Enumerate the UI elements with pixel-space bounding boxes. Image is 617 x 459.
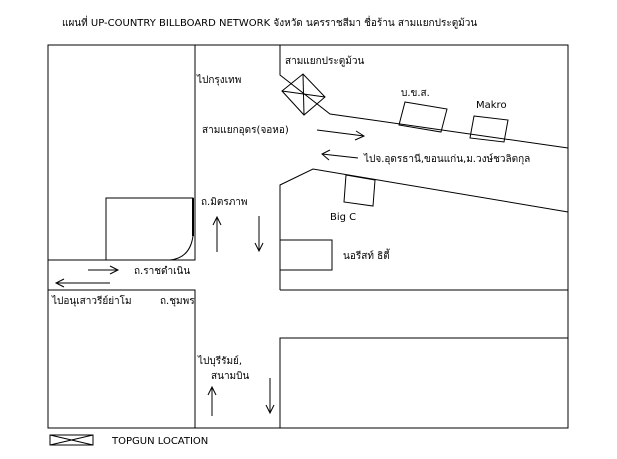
label-makro: Makro	[476, 100, 507, 111]
crossed-box-icon	[49, 434, 94, 446]
block-lower-right	[279, 337, 568, 428]
corner-building	[105, 197, 194, 261]
bks-building	[398, 101, 448, 133]
arrow-west-udon	[321, 149, 359, 161]
label-ratchadamnoen-road: ถ.ราชดำเนิน	[134, 266, 190, 277]
legend-label: TOPGUN LOCATION	[111, 436, 208, 447]
arrow-south-buriram	[265, 378, 275, 415]
block-lower-left	[48, 289, 196, 428]
map-title: แผนที่ UP-COUNTRY BILLBOARD NETWORK จังห…	[62, 15, 477, 29]
big-c-building	[343, 174, 376, 207]
road-edge-east-lower	[279, 168, 569, 290]
norasin-city-building	[279, 239, 333, 271]
arrow-north-mittraphap	[212, 215, 222, 252]
label-mittraphap-road: ถ.มิตรภาพ	[201, 197, 248, 208]
label-to-bangkok: ไปกรุงเทพ	[196, 74, 241, 86]
arrow-east-udon	[316, 129, 366, 141]
label-chumphon-road: ถ.ชุมพร	[160, 296, 195, 307]
arrow-west-monument	[54, 278, 110, 288]
label-samyaek-pratumuan: สามแยกประตูม้วน	[285, 55, 364, 67]
arrow-north-buriram	[207, 385, 217, 416]
label-airport: สนามบิน	[211, 371, 249, 382]
legend: TOPGUN LOCATION	[49, 434, 208, 447]
topgun-location-marker	[281, 73, 326, 116]
label-to-udon-khonkaen: ไปจ.อุดรธานี,ขอนแก่น,ม.วงษ์ชวลิตกุล	[363, 153, 530, 165]
label-bks: บ.ข.ส.	[401, 88, 430, 99]
label-to-monument: ไปอนุเสาวรีย์ย่าโม	[51, 294, 132, 307]
label-to-buriram: ไปบุรีรัมย์,	[197, 355, 242, 367]
label-big-c: Big C	[330, 212, 356, 223]
arrow-south-mittraphap	[254, 216, 264, 253]
label-norasin-city: นอรีสท์ ธิตี้	[343, 248, 391, 262]
makro-building	[469, 115, 509, 143]
map-frame	[47, 44, 569, 429]
block-upper-left	[48, 45, 196, 261]
label-samyaek-udon: สามแยกอุดร(จอหอ)	[202, 125, 289, 136]
arrow-east-ratchadamnoen	[88, 265, 120, 275]
